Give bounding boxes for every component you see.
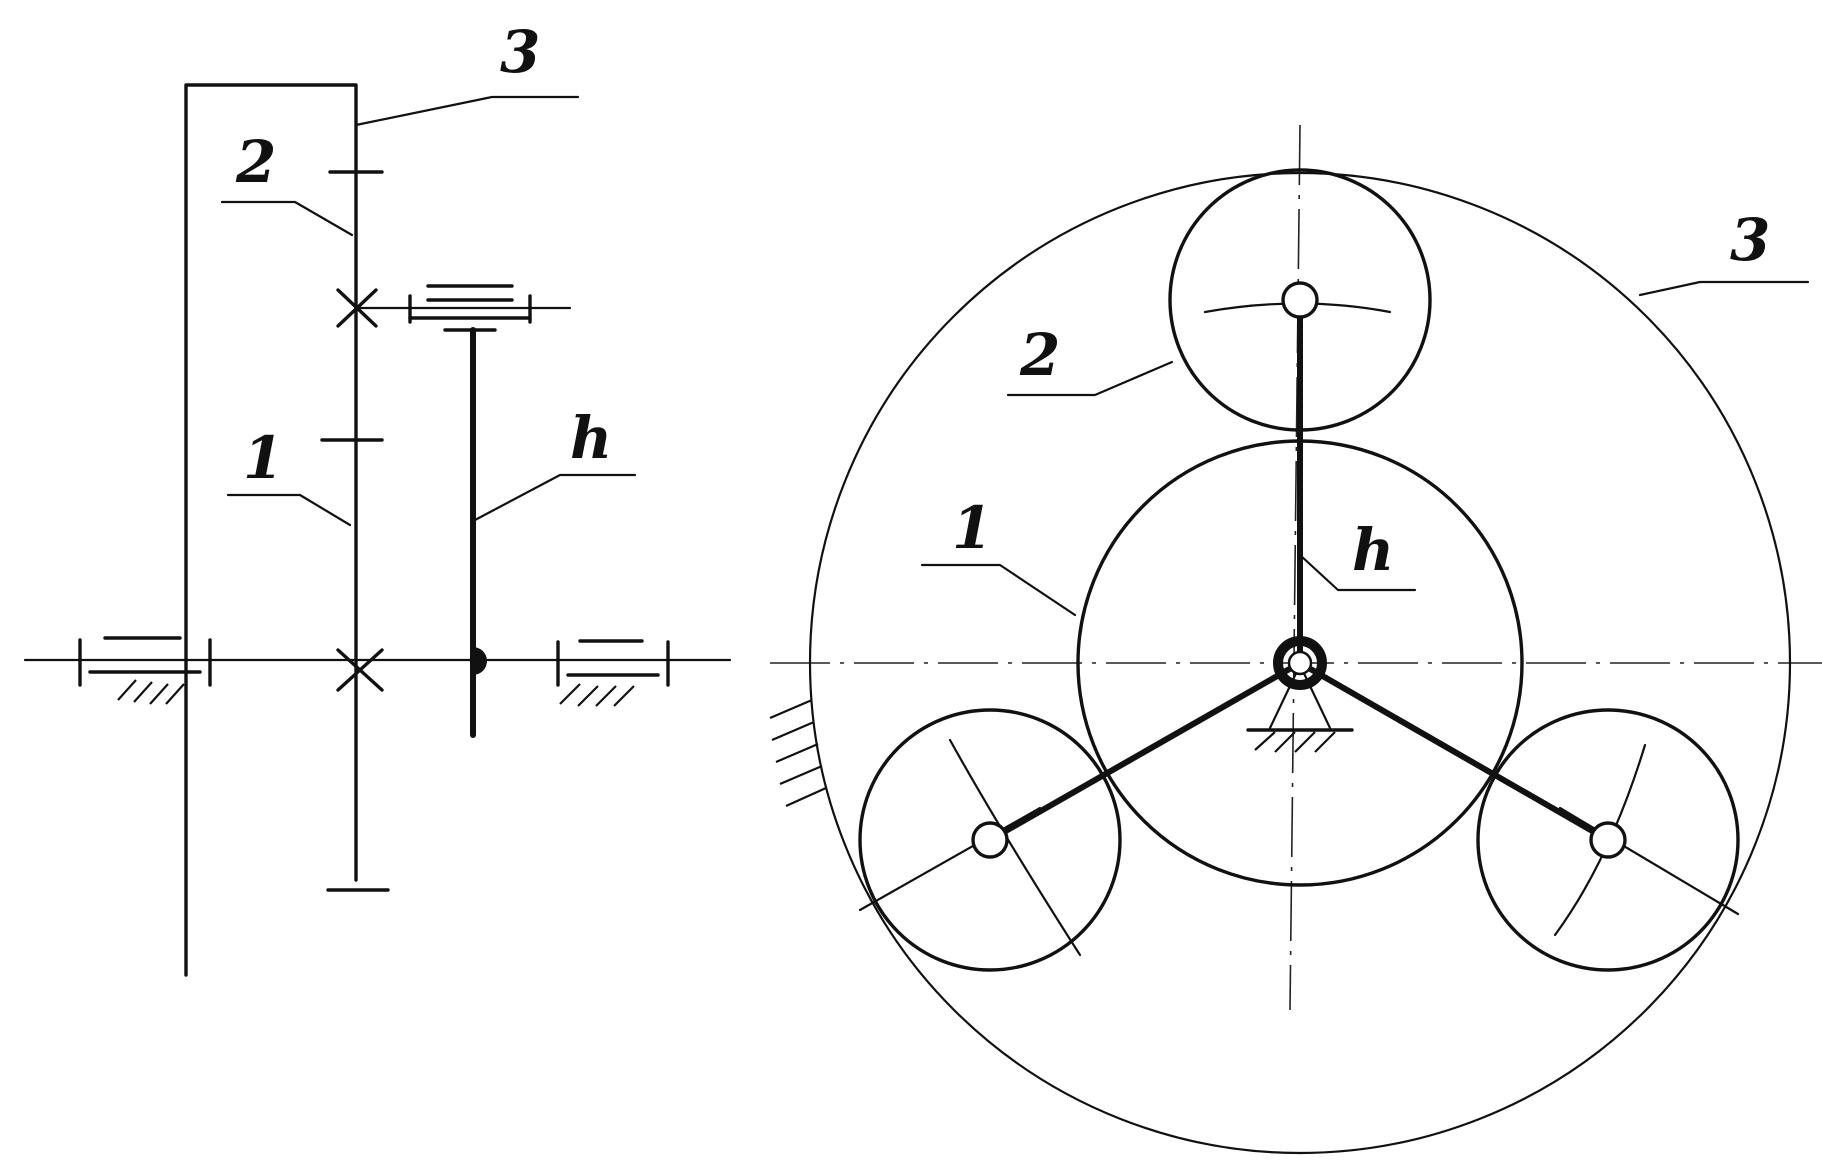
front-label-2: 2 <box>1006 321 1174 397</box>
side-left-bearing <box>78 636 212 705</box>
front-label-1: 1 <box>920 494 1077 617</box>
side-planet-gear-2 <box>336 284 572 332</box>
svg-text:h: h <box>570 404 612 472</box>
side-label-2: 2 <box>220 128 354 237</box>
front-ring-gear-3 <box>808 171 1792 1155</box>
side-label-1: 1 <box>226 424 352 527</box>
side-label-3: 3 <box>354 18 580 127</box>
front-planet-radial-lines <box>858 806 1740 916</box>
front-carrier-h <box>987 297 1611 843</box>
side-view: 3 2 1 h <box>23 18 732 977</box>
side-sun-gear-1 <box>320 438 390 892</box>
front-vertical-centerline <box>1289 124 1301 1011</box>
svg-text:2: 2 <box>235 128 276 196</box>
front-label-h: h <box>1298 516 1417 592</box>
svg-text:3: 3 <box>1730 206 1770 274</box>
svg-text:2: 2 <box>1019 321 1060 389</box>
svg-text:1: 1 <box>952 494 992 562</box>
front-planet-pin-top <box>1281 281 1319 319</box>
side-ring-gear-3 <box>184 83 384 977</box>
front-central-pivot <box>1246 636 1354 753</box>
side-right-bearing <box>556 639 670 707</box>
front-ring-ground-hatch <box>769 698 827 808</box>
front-planet-gear-left <box>858 708 1122 972</box>
front-planet-pin-left <box>971 821 1009 859</box>
side-carrier-h <box>470 327 487 738</box>
front-view: 3 2 1 h <box>769 124 1822 1155</box>
front-label-3: 3 <box>1638 206 1810 297</box>
side-label-h: h <box>473 404 637 522</box>
svg-text:3: 3 <box>500 18 540 86</box>
svg-text:1: 1 <box>243 424 283 492</box>
svg-text:h: h <box>1352 516 1394 584</box>
front-planet-gear-right <box>1476 708 1740 972</box>
front-planet-pin-right <box>1589 821 1627 859</box>
